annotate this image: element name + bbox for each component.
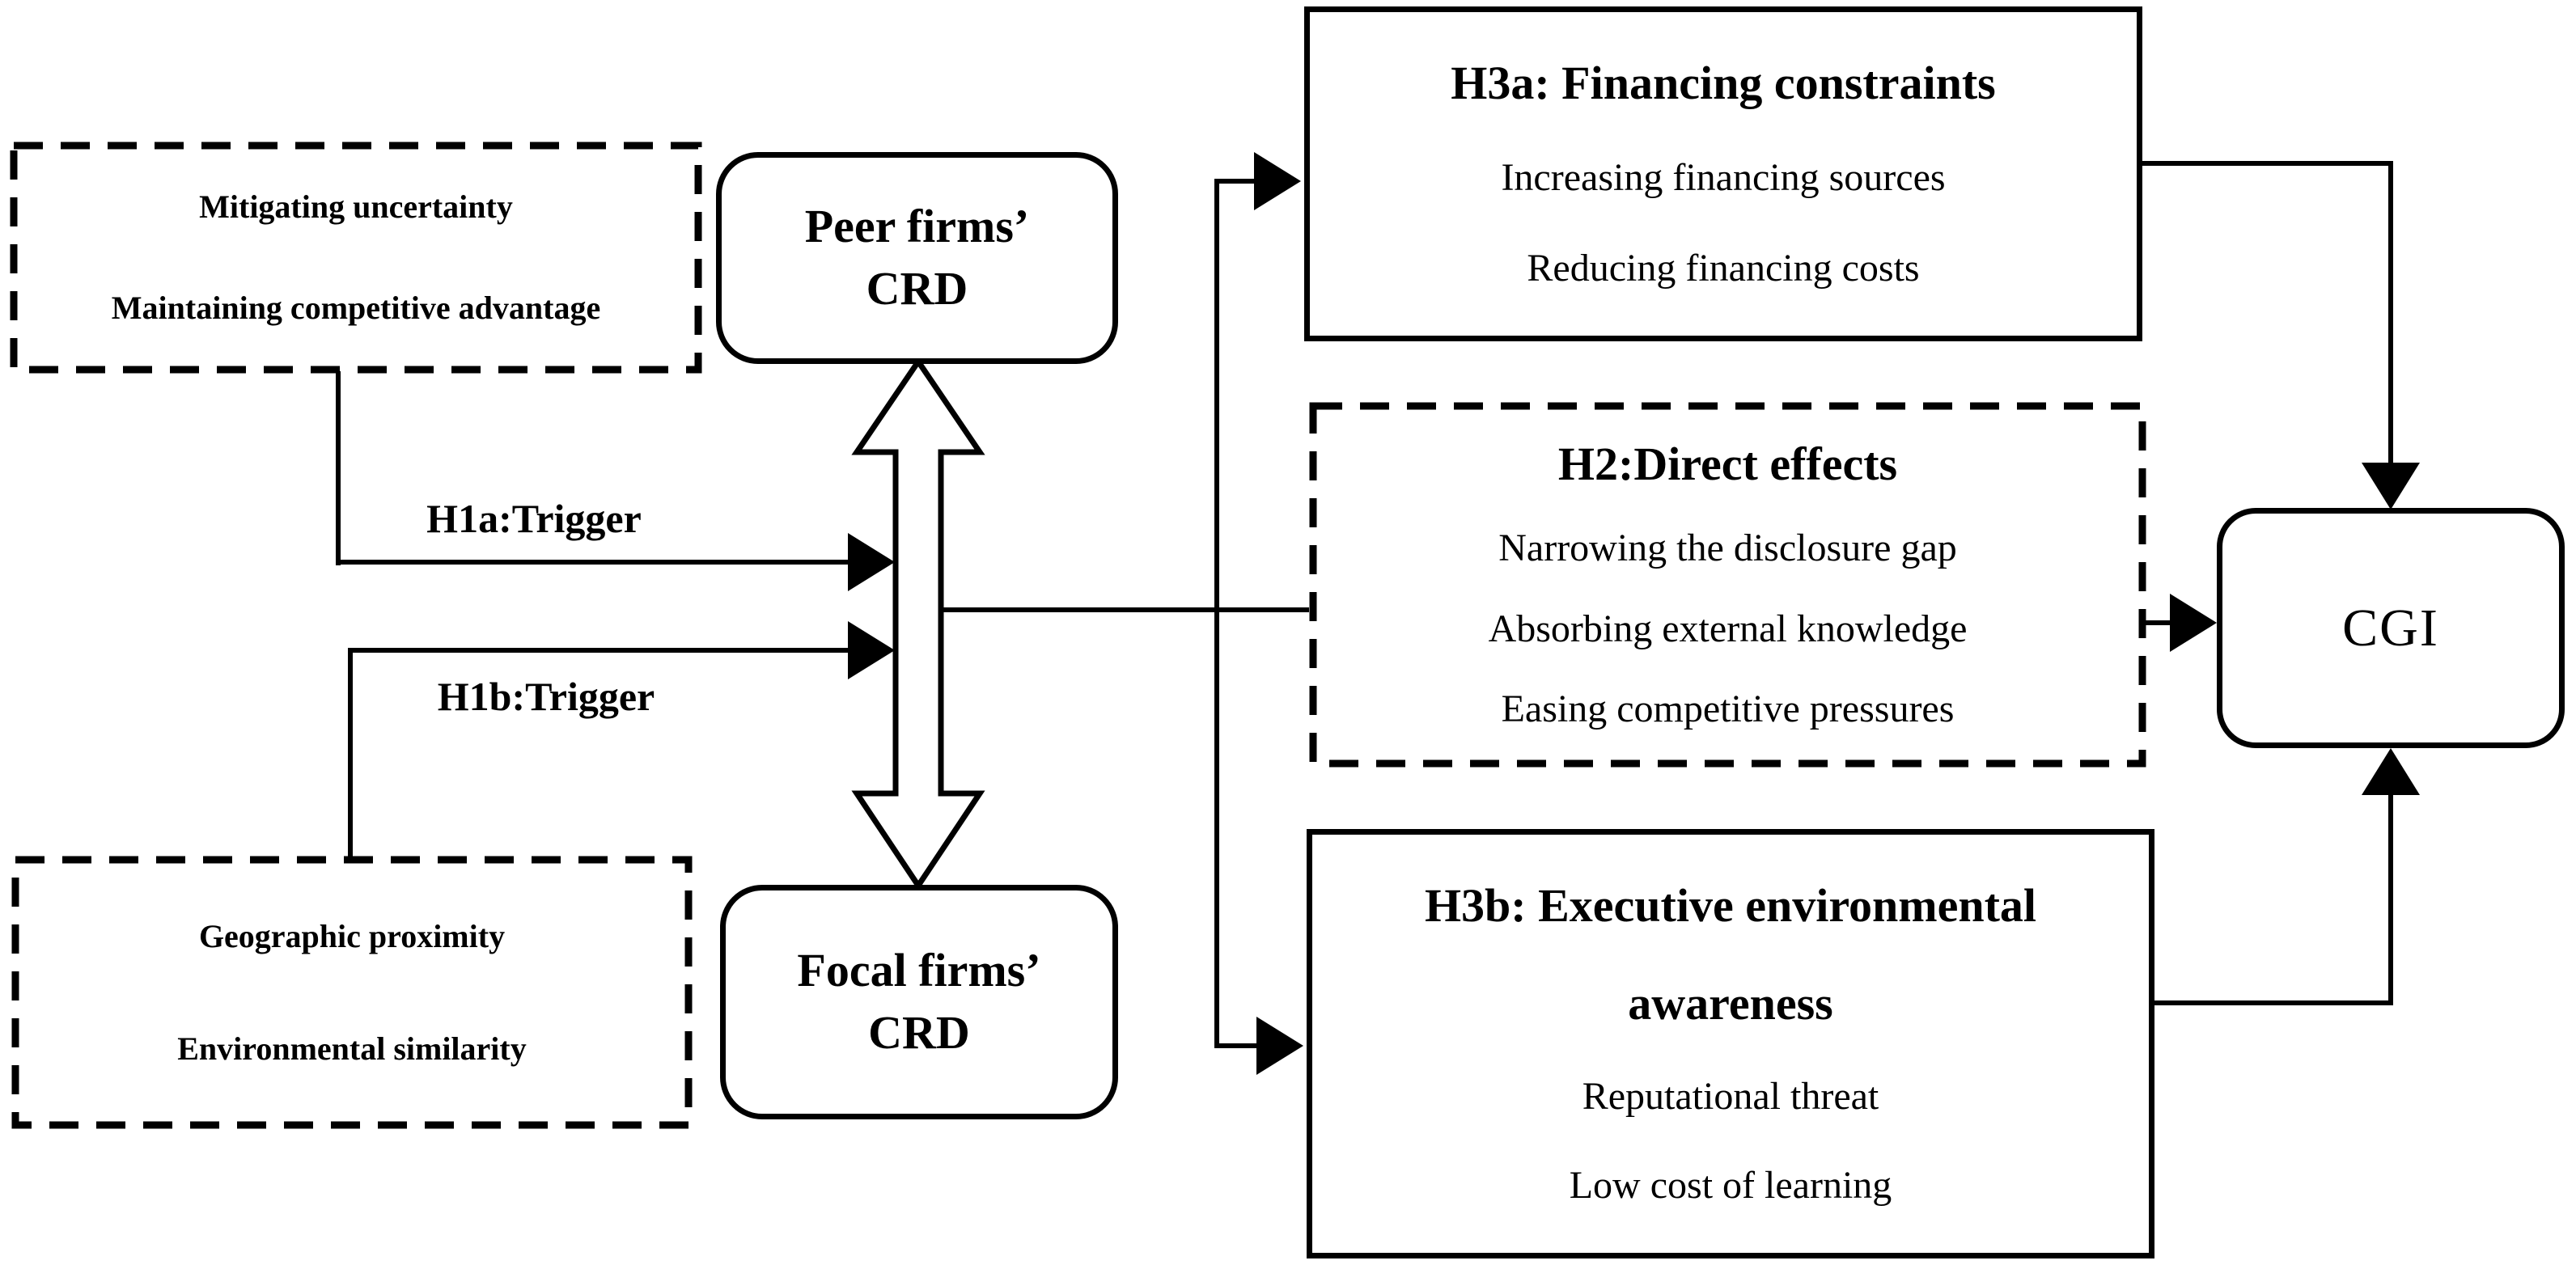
h1a-label: H1a:Trigger xyxy=(426,496,642,541)
similarity-box-dashed-border xyxy=(11,856,693,1129)
peer-crd-box: Peer firms’ CRD xyxy=(716,152,1118,364)
cgi-box: CGI xyxy=(2217,508,2565,748)
h3b-title-line1: H3b: Executive environmental xyxy=(1424,879,2037,933)
h1a-arrowhead-icon xyxy=(848,533,895,591)
connector-shaft-to-h2 xyxy=(938,607,1309,612)
connector-branch-bottom xyxy=(1214,1043,1259,1048)
h2-item-2: Absorbing external knowledge xyxy=(1488,607,1968,650)
connector-h1a-line xyxy=(336,560,849,565)
cgi-top-arrowhead-icon xyxy=(2362,463,2420,510)
focal-crd-line2: CRD xyxy=(868,1006,970,1059)
h3a-item-2: Reducing financing costs xyxy=(1527,247,1920,290)
h3b-arrowhead-icon xyxy=(1256,1017,1303,1075)
connector-h1b-line xyxy=(348,648,849,653)
h3b-box: H3b: Executive environmental awareness R… xyxy=(1307,829,2154,1258)
h2-item-3: Easing competitive pressures xyxy=(1501,687,1955,730)
h2-box: H2:Direct effects Narrowing the disclosu… xyxy=(1309,402,2146,768)
h1b-arrowhead-icon xyxy=(848,621,895,679)
h3b-item-1: Reputational threat xyxy=(1582,1074,1879,1118)
h2-box-dashed-border xyxy=(1309,402,2146,768)
h3a-title: H3a: Financing constraints xyxy=(1451,56,1996,109)
connector-h3a-down xyxy=(2388,161,2393,464)
focal-crd-line1: Focal firms’ xyxy=(797,944,1041,997)
connector-branch-top xyxy=(1214,179,1256,184)
similarity-box: Geographic proximity Environmental simil… xyxy=(11,856,693,1129)
motives-box-dashed-border xyxy=(10,142,702,374)
connector-motives-down xyxy=(336,371,341,565)
h3a-arrowhead-icon xyxy=(1254,152,1301,210)
connector-h3b-up xyxy=(2388,795,2393,1004)
h3a-item-1: Increasing financing sources xyxy=(1501,156,1946,200)
h2-title: H2:Direct effects xyxy=(1557,438,1898,491)
h3b-title-line2: awareness xyxy=(1628,977,1833,1030)
motives-box: Mitigating uncertainty Maintaining compe… xyxy=(10,142,702,374)
connector-h3b-right xyxy=(2152,1000,2393,1005)
connector-h3a-right xyxy=(2140,161,2393,166)
peer-crd-line2: CRD xyxy=(866,262,968,315)
connector-branch-vertical xyxy=(1214,179,1219,1048)
double-arrow xyxy=(851,358,985,889)
peer-crd-line1: Peer firms’ xyxy=(804,200,1030,253)
h2-item-1: Narrowing the disclosure gap xyxy=(1498,527,1957,570)
motives-line-1: Mitigating uncertainty xyxy=(199,188,513,225)
motives-line-2: Maintaining competitive advantage xyxy=(111,290,601,327)
cgi-label: CGI xyxy=(2342,598,2439,658)
h3a-box: H3a: Financing constraints Increasing fi… xyxy=(1304,6,2142,341)
focal-crd-box: Focal firms’ CRD xyxy=(720,885,1118,1119)
h3b-item-2: Low cost of learning xyxy=(1569,1163,1892,1207)
connector-h2-right xyxy=(2144,620,2171,625)
h1b-label: H1b:Trigger xyxy=(437,674,655,719)
cgi-bottom-arrowhead-icon xyxy=(2362,748,2420,795)
connector-similarity-down xyxy=(348,648,353,860)
similarity-line-2: Environmental similarity xyxy=(177,1030,527,1067)
cgi-left-arrowhead-icon xyxy=(2170,594,2217,652)
similarity-line-1: Geographic proximity xyxy=(198,917,506,954)
